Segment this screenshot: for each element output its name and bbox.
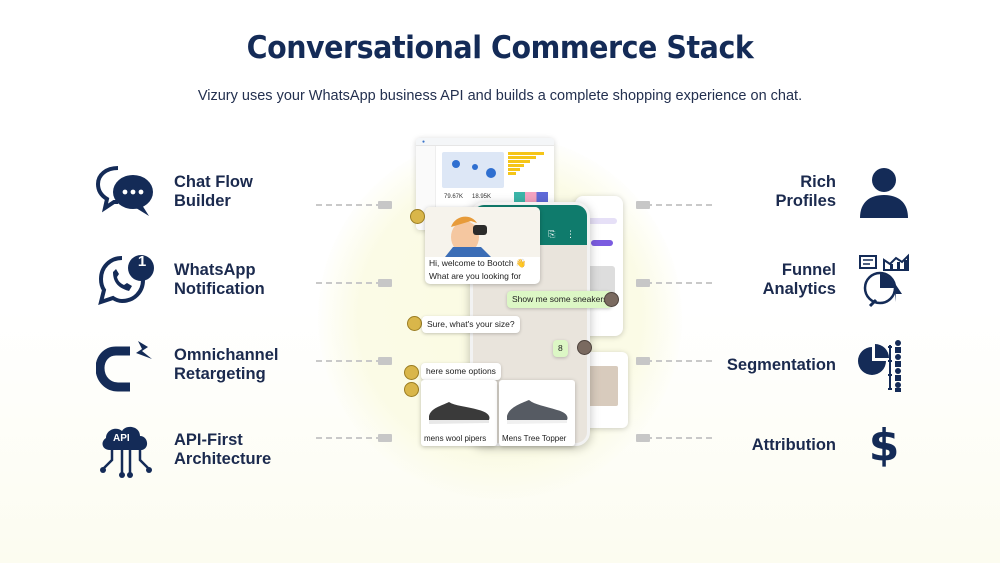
welcome-text-line1: Hi, welcome to Bootch 👋: [429, 258, 527, 268]
dashboard-bar-chart: [508, 152, 548, 188]
notification-badge: 1: [137, 253, 147, 270]
page-title: Conversational Commerce Stack: [246, 30, 754, 66]
dashboard-stat-1: 79.67K: [444, 194, 464, 200]
whatsapp-notification-icon: 1: [96, 250, 156, 310]
dashboard-header: ●: [416, 138, 554, 146]
connector-omnichannel: [316, 357, 392, 365]
feature-segmentation: Segmentation: [700, 335, 914, 395]
feature-attribution: Attribution $: [700, 415, 914, 475]
product-name: Mens Tree Topper: [502, 434, 567, 443]
connector-segmentation: [636, 357, 714, 365]
user-message-sneakers: Show me some sneakers: [507, 291, 613, 308]
connector-api: [316, 434, 392, 442]
connector-attribution: [636, 434, 714, 442]
whatsapp-header-icons: ✆ ⎘ ⋮: [530, 229, 579, 239]
connector-rich-profiles: [636, 201, 714, 209]
user-message-size: 8: [553, 340, 568, 357]
feature-label: Attribution: [751, 435, 836, 454]
bot-avatar: [407, 316, 422, 331]
sneaker-image: [429, 402, 490, 424]
connector-funnel: [636, 279, 714, 287]
sneaker-image: [507, 400, 568, 424]
product-card-1[interactable]: mens wool pipers: [421, 380, 497, 446]
api-cloud-icon: API: [96, 420, 156, 480]
welcome-message-card: Hi, welcome to Bootch 👋 What are you loo…: [425, 207, 540, 284]
bot-avatar: [404, 382, 419, 397]
product-name: mens wool pipers: [424, 434, 487, 443]
funnel-analytics-icon: [854, 250, 914, 310]
user-avatar: [577, 340, 592, 355]
bot-message-options: here some options: [421, 363, 501, 380]
bot-avatar: [410, 209, 425, 224]
api-text: API: [113, 433, 130, 444]
dollar-icon: $: [868, 419, 900, 471]
user-profile-icon: [854, 162, 914, 222]
bot-message-size: Sure, what's your size?: [422, 316, 520, 333]
dashboard-world-map: [442, 152, 504, 188]
chat-bubbles-icon: [96, 162, 156, 222]
connector-whatsapp: [316, 279, 392, 287]
page-subtitle: Vizury uses your WhatsApp business API a…: [197, 88, 803, 104]
product-card-2[interactable]: Mens Tree Topper: [499, 380, 575, 446]
dashboard-stat-2: 18.95K: [472, 194, 492, 200]
user-avatar: [604, 292, 619, 307]
connector-chat-flow: [316, 201, 392, 209]
welcome-text-line2: What are you looking for today?: [429, 271, 522, 284]
feature-label: Segmentation: [726, 355, 836, 374]
cartoon-image: [425, 207, 540, 257]
segmentation-icon: [854, 335, 914, 395]
bot-avatar: [404, 365, 419, 380]
magnet-icon: [96, 335, 156, 395]
